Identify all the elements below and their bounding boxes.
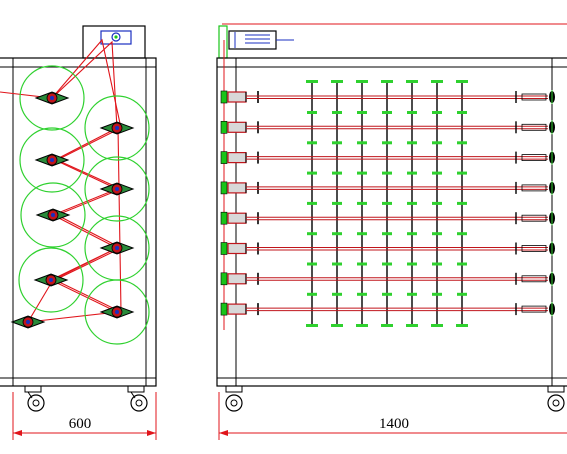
side-view: 600 bbox=[0, 25, 157, 440]
side-sprocket bbox=[84, 279, 150, 345]
front-tier-shaft bbox=[220, 120, 555, 135]
side-sprocket bbox=[84, 215, 150, 281]
front-cross-bar bbox=[431, 80, 443, 327]
front-tier-shaft bbox=[220, 271, 555, 286]
front-width-dimension: 1400 bbox=[218, 392, 567, 440]
front-tier-shaft bbox=[220, 211, 555, 226]
front-cross-bar bbox=[306, 80, 318, 327]
side-sprocket bbox=[18, 247, 84, 313]
side-caster-left bbox=[24, 385, 45, 412]
front-view: 1400 bbox=[216, 23, 567, 440]
side-sprocket bbox=[10, 315, 46, 329]
front-tier-shaft bbox=[220, 90, 555, 104]
front-cross-bars bbox=[306, 80, 468, 327]
front-tier-shafts bbox=[220, 90, 555, 317]
front-cross-bar bbox=[381, 80, 393, 327]
front-frame bbox=[216, 57, 567, 387]
side-frame bbox=[0, 57, 157, 387]
side-motor-icon bbox=[100, 30, 132, 45]
side-drive-chain-return bbox=[51, 38, 123, 313]
front-tier-shaft bbox=[220, 150, 555, 165]
front-cross-bar bbox=[456, 80, 468, 327]
side-sprocket-group bbox=[10, 65, 150, 345]
side-width-label: 600 bbox=[69, 416, 92, 432]
side-width-dimension: 600 bbox=[12, 392, 157, 440]
side-sprocket bbox=[84, 156, 150, 222]
front-motor bbox=[218, 25, 294, 59]
front-cross-bar bbox=[356, 80, 368, 327]
front-cross-bar bbox=[331, 80, 343, 327]
side-caster-right bbox=[127, 385, 148, 412]
front-tier-shaft bbox=[220, 241, 555, 256]
side-sprocket bbox=[19, 65, 85, 131]
side-sprocket bbox=[84, 95, 150, 161]
front-cross-bar bbox=[406, 80, 418, 327]
front-tier-shaft bbox=[220, 180, 555, 195]
front-caster-left bbox=[225, 385, 243, 412]
front-width-label: 1400 bbox=[379, 416, 409, 432]
front-caster-right bbox=[547, 385, 565, 412]
side-sprocket bbox=[20, 182, 86, 248]
front-tier-shaft bbox=[220, 302, 555, 317]
side-sprocket bbox=[19, 127, 85, 193]
